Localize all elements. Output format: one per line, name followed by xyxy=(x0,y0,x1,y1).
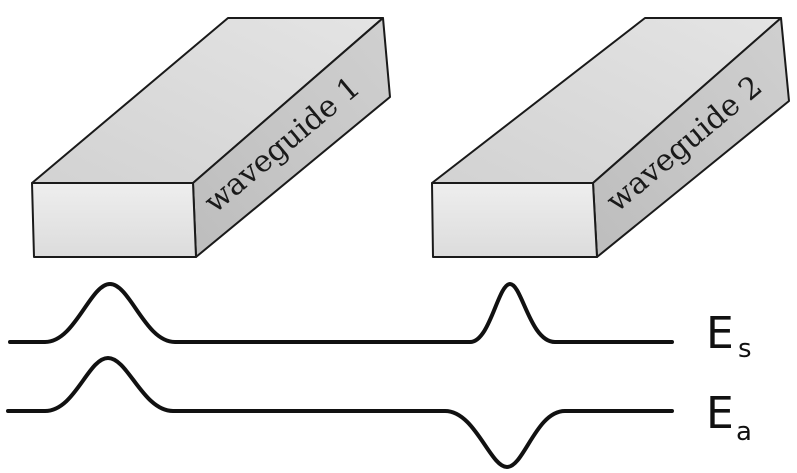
symmetric-mode-label: E s xyxy=(706,308,752,364)
antisymmetric-mode-subscript: a xyxy=(736,417,752,447)
waveguide-1-front-face xyxy=(31,182,197,258)
waveguide-2: waveguide 2 xyxy=(431,17,790,258)
symmetric-mode-symbol: E xyxy=(706,308,734,359)
waveguide-1: waveguide 1 xyxy=(31,17,391,258)
antisymmetric-mode-curve xyxy=(6,356,674,469)
symmetric-mode-curve xyxy=(8,282,674,344)
waveguide-2-front-face xyxy=(431,182,598,258)
antisymmetric-mode-label: E a xyxy=(706,388,752,447)
antisymmetric-mode-symbol: E xyxy=(706,388,734,439)
symmetric-mode-subscript: s xyxy=(738,334,752,364)
